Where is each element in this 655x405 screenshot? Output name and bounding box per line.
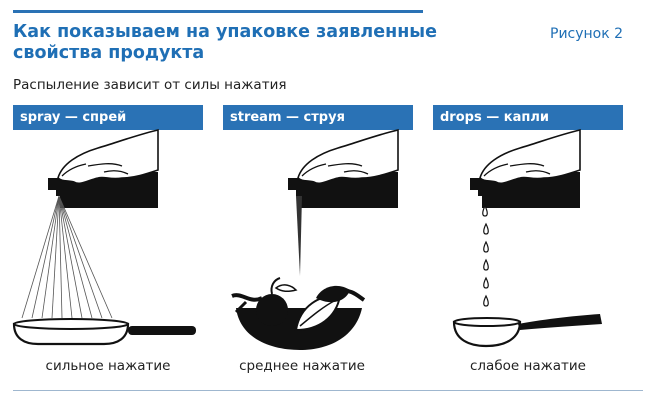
page-title: Как показываем на упаковке заявленные св… bbox=[13, 22, 437, 63]
drops-hand-icon bbox=[469, 129, 581, 209]
spray-hand-icon bbox=[47, 129, 159, 209]
spray-cone bbox=[21, 195, 113, 319]
caption-strong-press: сильное нажатие bbox=[45, 358, 171, 374]
bottom-rule bbox=[13, 390, 643, 391]
stream-hand-icon bbox=[287, 129, 399, 209]
caption-weak-press: слабое нажатие bbox=[470, 358, 586, 374]
subtitle: Распыление зависит от силы нажатия bbox=[13, 77, 287, 93]
top-rule bbox=[13, 10, 423, 13]
drops bbox=[482, 204, 489, 307]
panel-header-drops: drops — капли bbox=[433, 105, 623, 130]
stream-line bbox=[296, 196, 302, 276]
ladle-icon bbox=[452, 314, 602, 348]
caption-medium-press: среднее нажатие bbox=[239, 358, 365, 374]
figure-label: Рисунок 2 bbox=[550, 26, 624, 42]
salad-bowl-icon bbox=[231, 277, 366, 350]
panel-header-stream: stream — струя bbox=[223, 105, 413, 130]
panel-header-spray: spray — спрей bbox=[13, 105, 203, 130]
frying-pan-icon bbox=[12, 318, 196, 346]
